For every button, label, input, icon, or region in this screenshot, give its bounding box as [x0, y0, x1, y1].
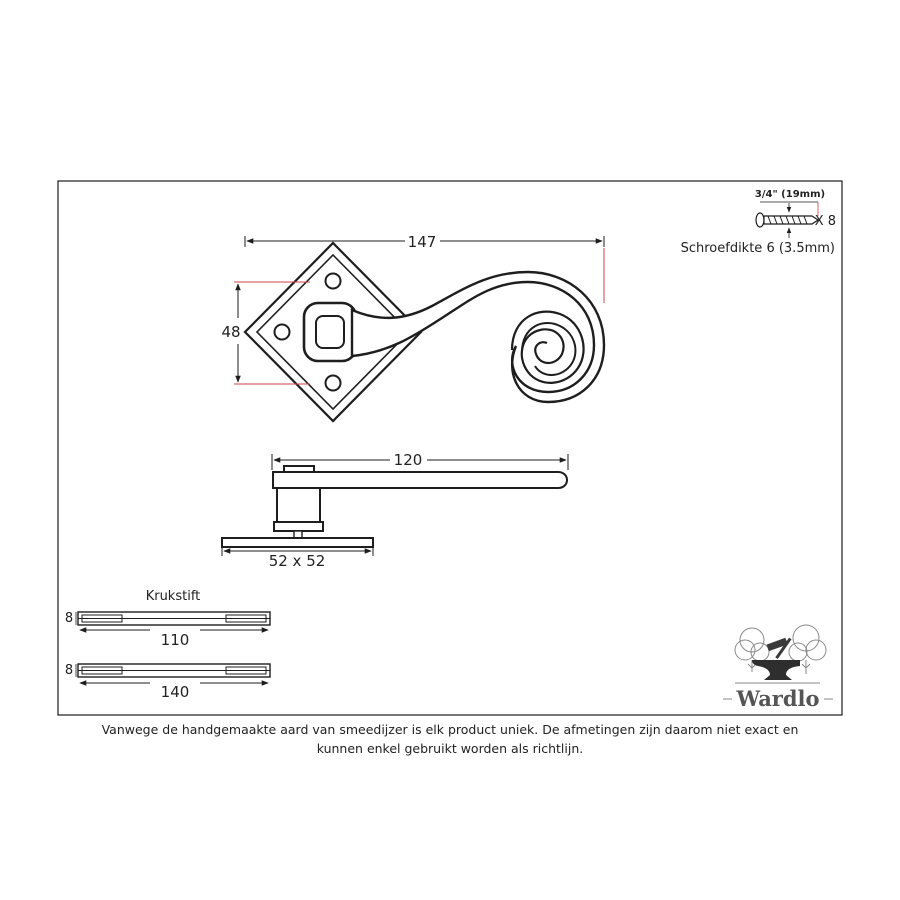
dimension-spindle-110: 110: [79, 627, 269, 649]
side-lever-bar: [272, 471, 568, 489]
spindle-110: [75, 611, 271, 626]
drawing-frame: [57, 180, 843, 716]
dimension-projection: 120: [271, 451, 569, 470]
spindle-140-thickness: 8: [65, 663, 73, 678]
lever-scroll-curl: [510, 310, 585, 384]
disclaimer-line-2: kunnen enkel gebruikt worden als richtli…: [316, 741, 584, 756]
brand-name: Wardlo: [735, 686, 819, 711]
dimension-overall-length: 147: [244, 233, 605, 303]
dimension-rose-height: 48: [221, 281, 310, 385]
screw-gauge-label: Schroefdikte 6 (3.5mm): [681, 241, 835, 256]
rose-height-label: 48: [221, 323, 240, 341]
screw-icon: [755, 212, 820, 228]
side-neck: [276, 487, 321, 523]
overall-length-label: 147: [408, 233, 437, 251]
spindle-110-length: 110: [161, 631, 190, 649]
lever-arm: [350, 270, 606, 404]
rose-square-boss: [302, 301, 358, 363]
spindle-110-thickness: 8: [65, 611, 73, 626]
screw-spec: 3/4" (19mm) X 8 Schroefdikte 6 (3.5mm): [681, 189, 836, 256]
disclaimer: Vanwege de handgemaakte aard van smeedij…: [60, 720, 840, 758]
spindle-140: [75, 663, 271, 678]
side-spindle-stub: [293, 530, 303, 539]
handle-top-view: [243, 241, 606, 423]
screw-quantity: X 8: [815, 214, 836, 229]
rose-diamond-inner: [255, 253, 411, 411]
projection-label: 120: [394, 451, 423, 469]
anvil-hammer-trees-icon: [734, 624, 827, 684]
handle-side-view: [221, 465, 568, 548]
rose-screw-hole-left: [273, 323, 291, 341]
dimension-spindle-140: 140: [79, 680, 269, 701]
disclaimer-line-1: Vanwege de handgemaakte aard van smeedij…: [101, 722, 799, 737]
screw-length-label: 3/4" (19mm): [755, 189, 825, 200]
rose-size-label: 52 x 52: [269, 552, 326, 570]
lever-scroll-curl-inner: [521, 322, 577, 376]
rose-screw-hole-bottom: [324, 374, 342, 392]
side-base-plate: [221, 537, 374, 548]
rose-square-boss-inner: [315, 315, 345, 349]
rose-diamond-outer: [243, 241, 423, 423]
dimension-rose-size: 52 x 52: [221, 547, 374, 570]
spindle-title: Krukstift: [146, 589, 201, 604]
spindle-140-length: 140: [161, 683, 190, 701]
side-collar: [273, 521, 324, 532]
rose-screw-hole-top: [324, 272, 342, 290]
